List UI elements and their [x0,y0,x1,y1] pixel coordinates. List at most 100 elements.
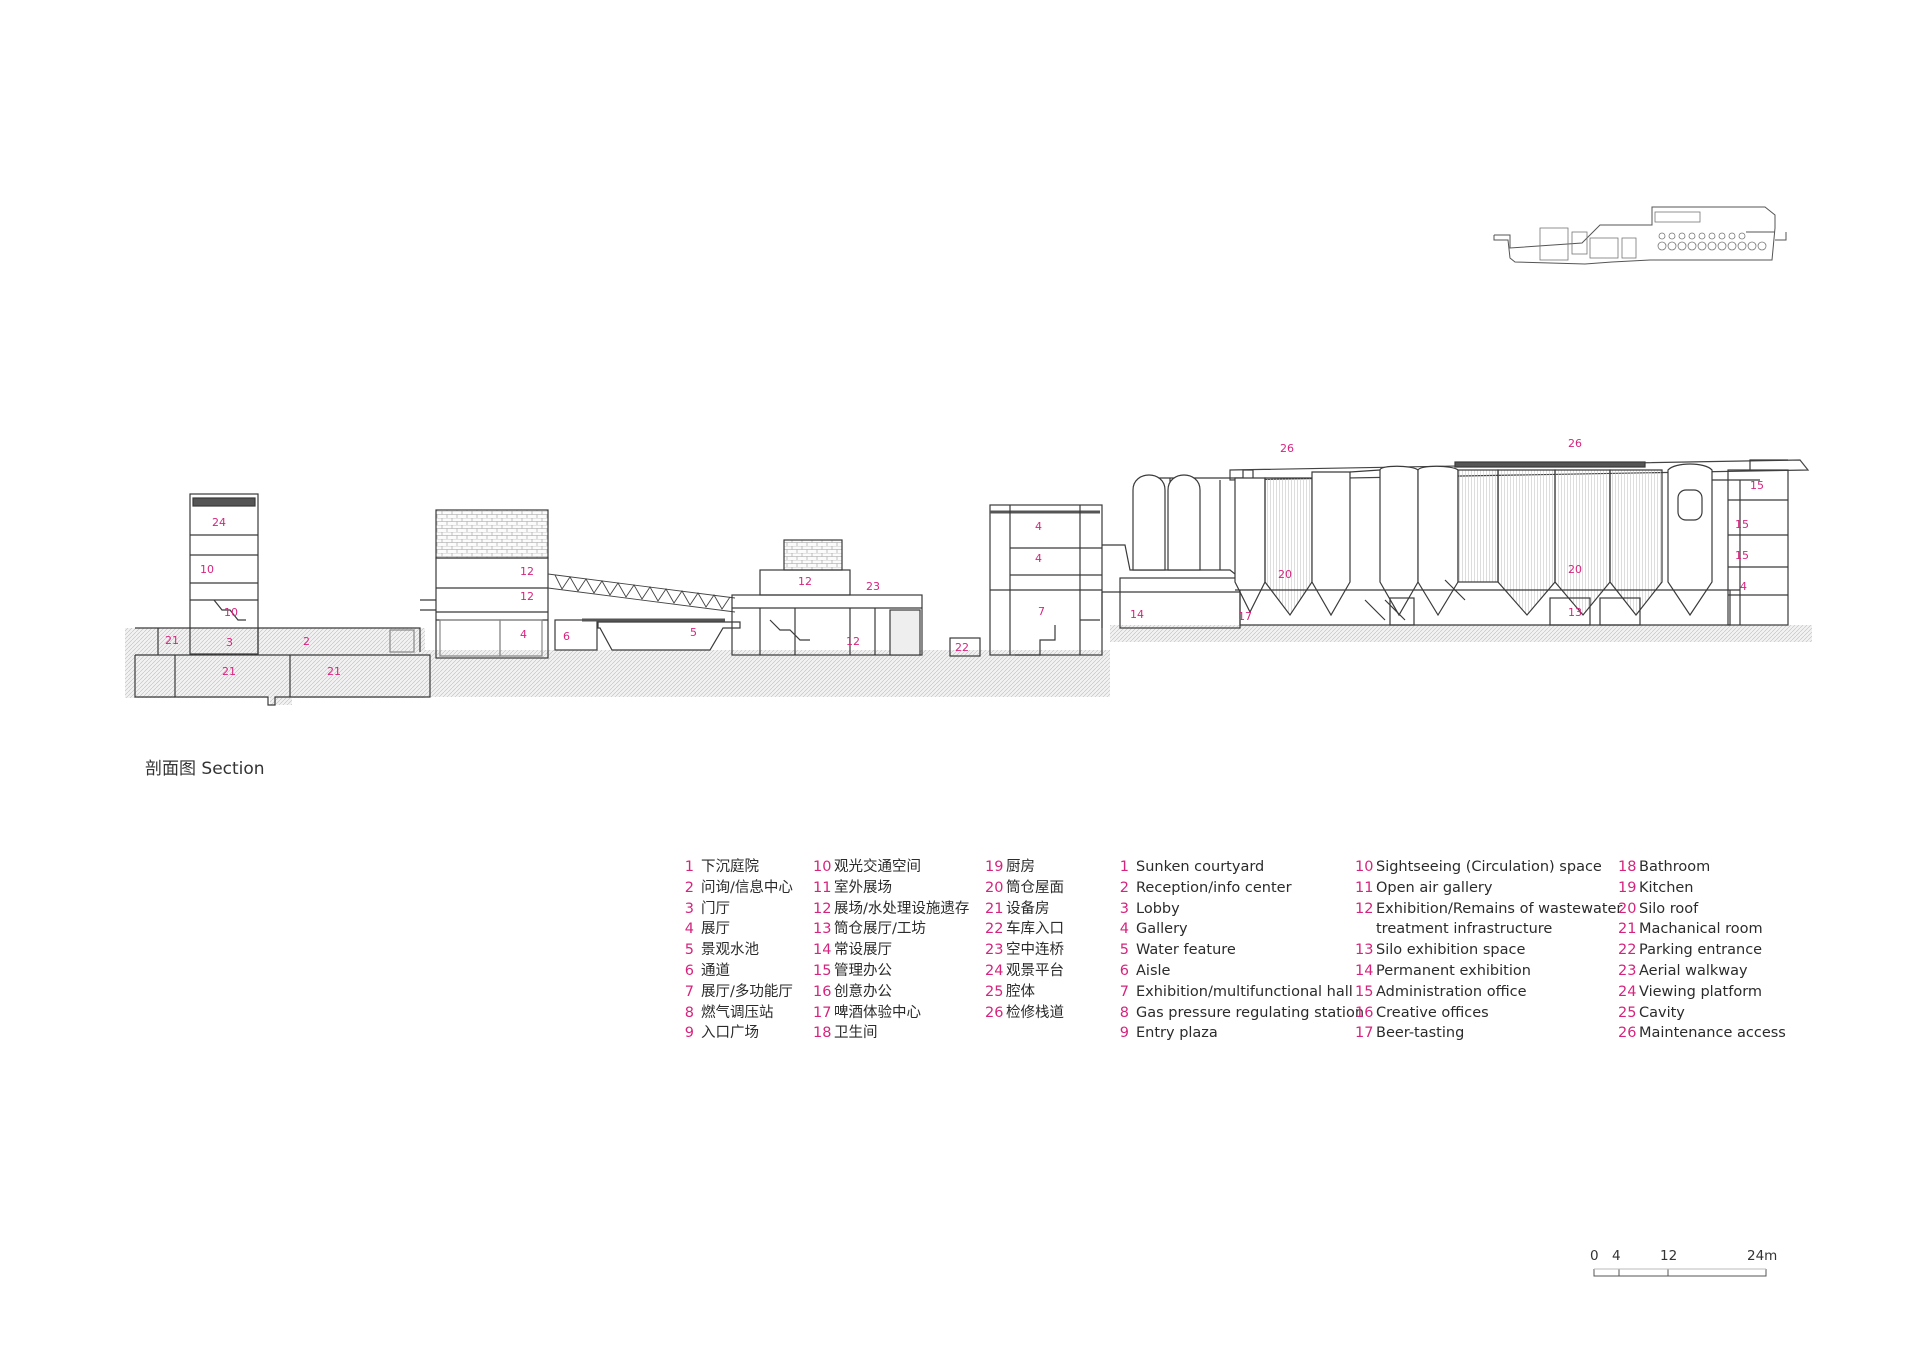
mark-17: 17 [1238,610,1252,623]
mark-22: 22 [955,641,969,654]
legend-item-text: Creative offices [1376,1004,1489,1021]
legend-item-text: 展场/水处理设施遗存 [834,900,970,917]
legend-item-text: Gallery [1136,921,1188,938]
legend-item-text: Sightseeing (Circulation) space [1376,859,1602,875]
mark-4: 4 [1740,580,1747,593]
legend-item-text: 观景平台 [1006,962,1064,979]
legend-item-number: 5 [684,942,694,959]
mark-3: 3 [226,636,233,649]
legend-item-number: 13 [813,921,832,938]
legend-item-number: 2 [684,879,694,896]
mark-10: 10 [224,606,238,619]
mark-6: 6 [563,630,570,643]
legend-item-text: 管理办公 [834,962,892,979]
mark-4: 4 [1035,520,1042,533]
legend-item-text: 燃气调压站 [701,1004,774,1021]
legend-item-number: 23 [985,942,1004,959]
legend-item: treatment infrastructure [1355,919,1622,940]
legend-item-text: 常设展厅 [834,942,892,959]
scale-label-12: 12 [1660,1248,1678,1264]
mark-15: 15 [1750,479,1764,492]
section-marks: 24 10 10 21 3 2 21 21 12 12 4 6 5 12 23 … [165,437,1764,678]
legend-item-text: 筒仓展厅/工坊 [834,921,926,938]
legend-item-text: Silo exhibition space [1376,942,1526,959]
legend-item-number: 7 [1119,983,1129,1000]
section-title: 剖面图 Section [145,759,265,779]
legend-item-text: 车库入口 [1006,921,1064,938]
legend-item-number: 10 [813,859,832,875]
legend-item-text: 卫生间 [834,1025,878,1042]
legend-item-text: Exhibition/Remains of wastewater [1376,900,1623,917]
legend-item-text: Bathroom [1639,859,1711,875]
legend-item-number: 18 [1618,859,1637,875]
legend-item-number: 13 [1355,942,1374,959]
legend-item-number: 25 [1618,1004,1637,1021]
legend-item-text: 景观水池 [701,942,759,959]
parking-entrance [949,637,981,657]
mark-21: 21 [222,665,236,678]
mark-24: 24 [212,516,226,529]
legend-item-text: Reception/info center [1136,879,1292,896]
legend-item-text: 检修栈道 [1006,1004,1064,1021]
legend-item-number: 15 [813,962,832,979]
legend-item-number: 16 [1355,1004,1374,1021]
legend-item-text: 筒仓屋面 [1006,879,1064,896]
legend-item-text: 下沉庭院 [701,859,759,875]
legend-item-number: 21 [1618,921,1637,938]
legend-item-number: 25 [985,983,1004,1000]
legend-item-number: 11 [1355,879,1374,896]
legend-item-text: Administration office [1376,983,1527,1000]
legend-item-number: 15 [1355,983,1374,1000]
legend-item-text: 门厅 [701,900,730,917]
legend-item-number: 24 [1618,983,1637,1000]
legend-item-text: 厨房 [1006,859,1035,875]
legend-item-number: 22 [1618,942,1637,959]
legend-item-number: 26 [1618,1025,1637,1042]
mark-23: 23 [866,580,880,593]
legend-item-text: 设备房 [1006,900,1050,917]
silo-complex [1101,459,1810,629]
legend-item-number: 1 [1119,859,1129,875]
aerial-walkway [547,573,736,613]
scale-label-4: 4 [1612,1248,1621,1264]
legend-item-text: Sunken courtyard [1136,859,1265,875]
mark-12: 12 [520,565,534,578]
legend-item-number: 20 [1618,900,1637,917]
legend-item: 1 Sunken courtyard [1115,857,1364,878]
ground-mass [125,625,1812,705]
legend-item-number: 19 [1618,879,1637,896]
legend-item-number: 5 [1119,942,1129,959]
mark-20: 20 [1568,563,1582,576]
legend-item-number: 8 [1119,1004,1129,1021]
